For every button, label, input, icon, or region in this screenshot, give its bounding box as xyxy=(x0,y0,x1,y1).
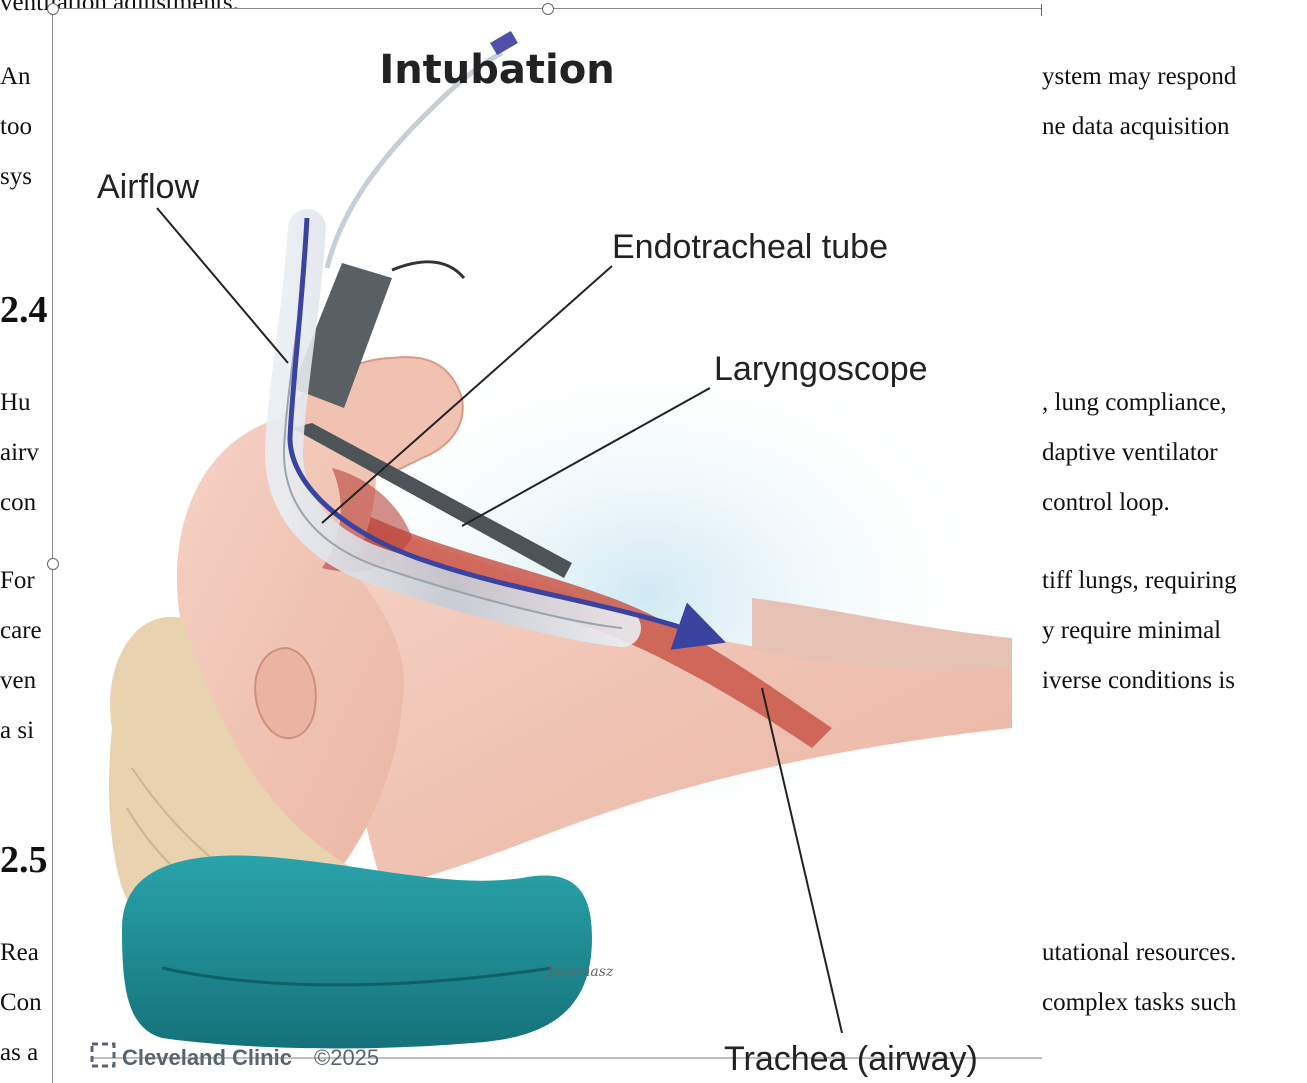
doc-line: sys xyxy=(0,162,32,192)
label-endotracheal-tube: Endotracheal tube xyxy=(612,228,888,266)
doc-line: airv xyxy=(0,438,39,468)
cleveland-clinic-logo-icon xyxy=(92,1044,114,1066)
label-trachea: Trachea (airway) xyxy=(724,1040,978,1078)
airflow-leader xyxy=(157,208,288,363)
doc-line: utational resources. xyxy=(1042,938,1236,968)
doc-line: care xyxy=(0,616,42,646)
resize-handle-top-right[interactable] xyxy=(1041,4,1042,16)
section-heading: 2.5 xyxy=(0,838,48,882)
doc-line: y require minimal xyxy=(1042,616,1221,646)
artist-signature: Jacamasz xyxy=(544,964,614,980)
doc-line: tiff lungs, requiring xyxy=(1042,566,1237,596)
doc-line: ne data acquisition xyxy=(1042,112,1229,142)
selection-border-left xyxy=(52,8,53,1083)
doc-line: Rea xyxy=(0,938,39,968)
image-title: Intubation xyxy=(379,47,614,93)
credit-brand: Cleveland Clinic xyxy=(122,1045,292,1070)
label-laryngoscope: Laryngoscope xyxy=(714,350,928,388)
pillow-shape xyxy=(122,856,592,1049)
label-airflow: Airflow xyxy=(97,168,199,206)
doc-line: control loop. xyxy=(1042,488,1170,518)
doc-line: iverse conditions is xyxy=(1042,666,1235,696)
doc-line: as a xyxy=(0,1038,38,1068)
resize-handle-top-left[interactable] xyxy=(47,3,59,15)
resize-handle-top[interactable] xyxy=(542,3,554,15)
doc-line: con xyxy=(0,488,36,518)
credit-copyright: ©2025 xyxy=(314,1045,379,1070)
doc-line: An xyxy=(0,62,31,92)
doc-line: , lung compliance, xyxy=(1042,388,1227,418)
doc-line: too xyxy=(0,112,32,142)
inserted-image[interactable]: Intubation Airflow Endotracheal tube Lar… xyxy=(52,8,1042,1083)
doc-line: ystem may respond xyxy=(1042,62,1236,92)
section-heading: 2.4 xyxy=(0,288,48,332)
doc-line: a si xyxy=(0,716,34,746)
doc-line: complex tasks such xyxy=(1042,988,1236,1018)
intubation-illustration: Intubation Airflow Endotracheal tube Lar… xyxy=(52,8,1042,1083)
doc-line: ven xyxy=(0,666,36,696)
doc-line: Hu xyxy=(0,388,31,418)
doc-line: Con xyxy=(0,988,42,1018)
doc-line: daptive ventilator xyxy=(1042,438,1218,468)
doc-line: For xyxy=(0,566,35,596)
resize-handle-left[interactable] xyxy=(47,558,59,570)
